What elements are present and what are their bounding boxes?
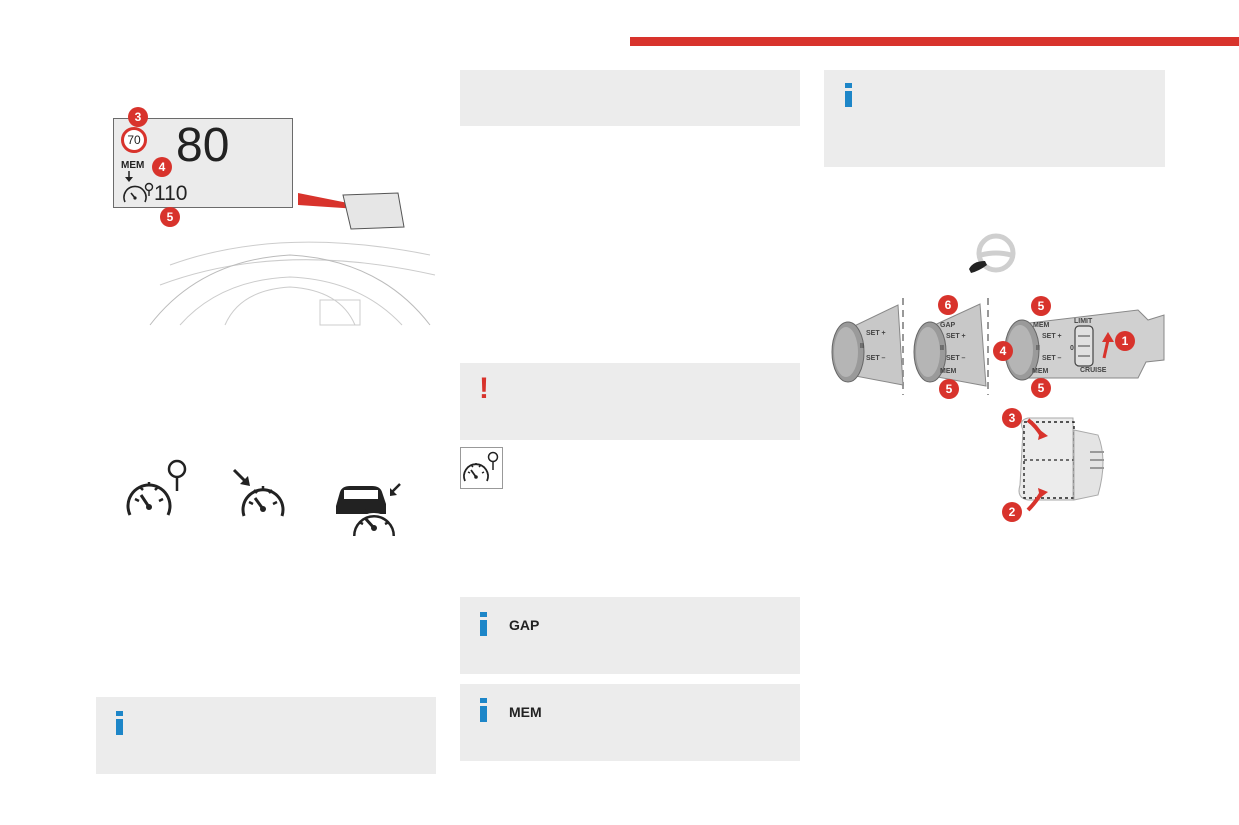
hud-mem-label: MEM	[121, 160, 145, 171]
callout-5: 5	[1031, 378, 1051, 398]
stalk3-zero: 0	[1070, 345, 1074, 352]
speed-limiter-symbol-icon	[460, 447, 503, 489]
stalk2-mem-label: MEM	[940, 368, 957, 375]
callout-1: 1	[1115, 331, 1135, 351]
adaptive-cruise-control-icon	[336, 483, 401, 537]
mem-note-label: MEM	[509, 704, 542, 720]
info-note-box-left	[96, 697, 436, 774]
callout-4: 4	[993, 341, 1013, 361]
steering-wheel-icon	[969, 233, 1016, 273]
hud-limit-speed: 110	[154, 182, 188, 205]
section-accent-bar	[630, 37, 1239, 46]
mem-arrow-icon	[125, 171, 133, 182]
callout-3: 3	[1002, 408, 1022, 428]
stalk3-set-minus: SET –	[1042, 355, 1062, 362]
stalk2-pause: II	[940, 345, 944, 352]
stalk1-set-minus: SET –	[866, 355, 886, 362]
mem-note-box	[460, 684, 800, 761]
stalk1-set-plus: SET +	[866, 330, 886, 337]
cruise-control-stalk-illustration: SET + SET – II GAP SET + SET – II MEM ME…	[831, 298, 1165, 512]
callout-5: 5	[160, 207, 180, 227]
speed-limiter-icon	[126, 459, 187, 516]
stalk3-limit-label: LIMIT	[1074, 318, 1093, 325]
warning-icon: !	[479, 372, 489, 405]
stalk3-pause: II	[1036, 345, 1040, 352]
gap-note-box	[460, 597, 800, 674]
note-box-top	[460, 70, 800, 126]
dashboard-illustration	[149, 192, 436, 326]
speed-limit-sign: 70	[121, 127, 147, 153]
hud-current-speed: 80	[176, 119, 230, 172]
callout-2: 2	[1002, 502, 1022, 522]
stalk1-pause: II	[860, 343, 864, 350]
cruise-control-icon	[232, 468, 285, 517]
callout-4: 4	[152, 157, 172, 177]
gap-note-label: GAP	[509, 617, 540, 633]
stalk2-gap-label: GAP	[940, 322, 956, 329]
stalk2-set-plus: SET +	[946, 333, 966, 340]
speed-limiter-small-icon	[123, 182, 154, 203]
stalk3-set-plus: SET +	[1042, 333, 1062, 340]
stalk3-mem-label-bottom: MEM	[1032, 368, 1049, 375]
warning-note-box	[460, 363, 800, 440]
stalk2-set-minus: SET –	[946, 355, 966, 362]
info-note-box-right	[824, 70, 1165, 167]
callout-5: 5	[939, 379, 959, 399]
callout-5: 5	[1031, 296, 1051, 316]
stalk3-mem-label-top: MEM	[1033, 322, 1050, 329]
stalk3-cruise-label: CRUISE	[1080, 367, 1107, 374]
callout-3: 3	[128, 107, 148, 127]
callout-6: 6	[938, 295, 958, 315]
